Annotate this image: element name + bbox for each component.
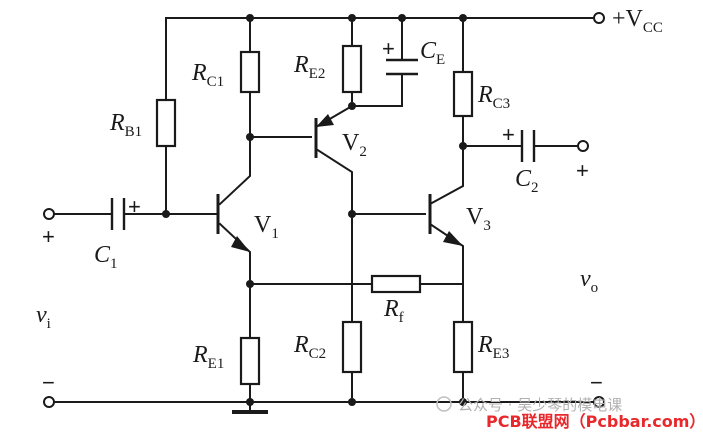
junction-dot: [246, 398, 254, 406]
junction-dot: [246, 14, 254, 22]
junction-dot: [246, 133, 254, 141]
junction-dot: [459, 14, 467, 22]
vcc-label: +VCC: [612, 6, 663, 36]
junctions: [162, 14, 467, 406]
re3-resistor: [452, 320, 474, 374]
ce-wire: [351, 17, 403, 107]
v1-label: V1: [254, 212, 279, 242]
v1-collector: [218, 136, 251, 206]
input-plus-sign: +: [42, 224, 55, 249]
watermark-site: PCB联盟网（Pcbbar.com）: [486, 412, 703, 431]
rc3-wire: [428, 17, 464, 206]
junction-dot: [162, 210, 170, 218]
rc3-label: RC3: [477, 82, 510, 112]
watermark-wechat: 公众号 · 吴少琴的模电课: [458, 396, 622, 414]
input-terminal: [43, 208, 55, 220]
input-minus-sign: −: [42, 370, 55, 395]
c2-plus-sign: +: [502, 122, 515, 147]
v3-label: V3: [466, 204, 491, 234]
junction-dot: [348, 398, 356, 406]
v2-label: V2: [342, 130, 367, 160]
input-ground-terminal: [43, 396, 55, 408]
output-plus-sign: +: [576, 158, 589, 183]
re3-label: RE3: [477, 332, 509, 362]
wechat-icon: [436, 396, 452, 412]
transistors: [216, 114, 463, 252]
wires: [52, 17, 596, 414]
junction-dot: [459, 398, 467, 406]
rc1-label: RC1: [191, 60, 224, 90]
re2-resistor: [341, 44, 363, 94]
output-minus-sign: −: [590, 370, 603, 395]
v3-emitter-arrow: [443, 231, 463, 246]
re1-resistor: [239, 336, 261, 386]
resistors: [155, 44, 474, 386]
junction-dot: [348, 14, 356, 22]
v1-emitter-arrow: [231, 236, 250, 252]
v2-collector-wire: [314, 147, 353, 403]
rc2-resistor: [341, 320, 363, 374]
vo-label: vo: [580, 266, 598, 296]
capacitors: [110, 58, 536, 230]
re1-label: RE1: [192, 342, 224, 372]
c1-label: C1: [94, 242, 118, 272]
ce-label: CE: [420, 38, 445, 68]
rb1-resistor: [155, 98, 177, 148]
vi-label: vi: [36, 302, 51, 332]
junction-dot: [459, 142, 467, 150]
rc2-label: RC2: [293, 332, 326, 362]
c2-label: C2: [515, 166, 539, 196]
rb1-label: RB1: [109, 110, 142, 140]
c2-capacitor: [520, 130, 536, 162]
polarity-signs: + + + + − + −: [42, 36, 603, 395]
labels: +VCC RB1 RC1 RE2 CE RC3 C1 C2 V1 V2 V3 R…: [36, 6, 663, 372]
junction-dot: [246, 280, 254, 288]
ce-capacitor: [386, 58, 418, 76]
rc3-resistor: [452, 70, 474, 118]
watermark: 公众号 · 吴少琴的模电课 PCB联盟网（Pcbbar.com）: [436, 396, 703, 431]
junction-dot: [398, 14, 406, 22]
rf-label: Rf: [383, 296, 404, 326]
terminals: [43, 12, 605, 408]
v2-emitter-arrow: [316, 114, 334, 127]
ce-plus-sign: +: [382, 36, 395, 61]
output-ground-terminal: [593, 396, 605, 408]
rf-resistor: [370, 274, 422, 294]
junction-dot: [348, 210, 356, 218]
junction-dot: [348, 102, 356, 110]
rc1-resistor: [239, 50, 261, 94]
c1-plus-sign: +: [128, 194, 141, 219]
c1-capacitor: [110, 198, 126, 230]
vcc-terminal: [593, 12, 605, 24]
re2-label: RE2: [293, 52, 325, 82]
output-terminal: [577, 140, 589, 152]
v3-emitter-wire: [428, 222, 464, 403]
